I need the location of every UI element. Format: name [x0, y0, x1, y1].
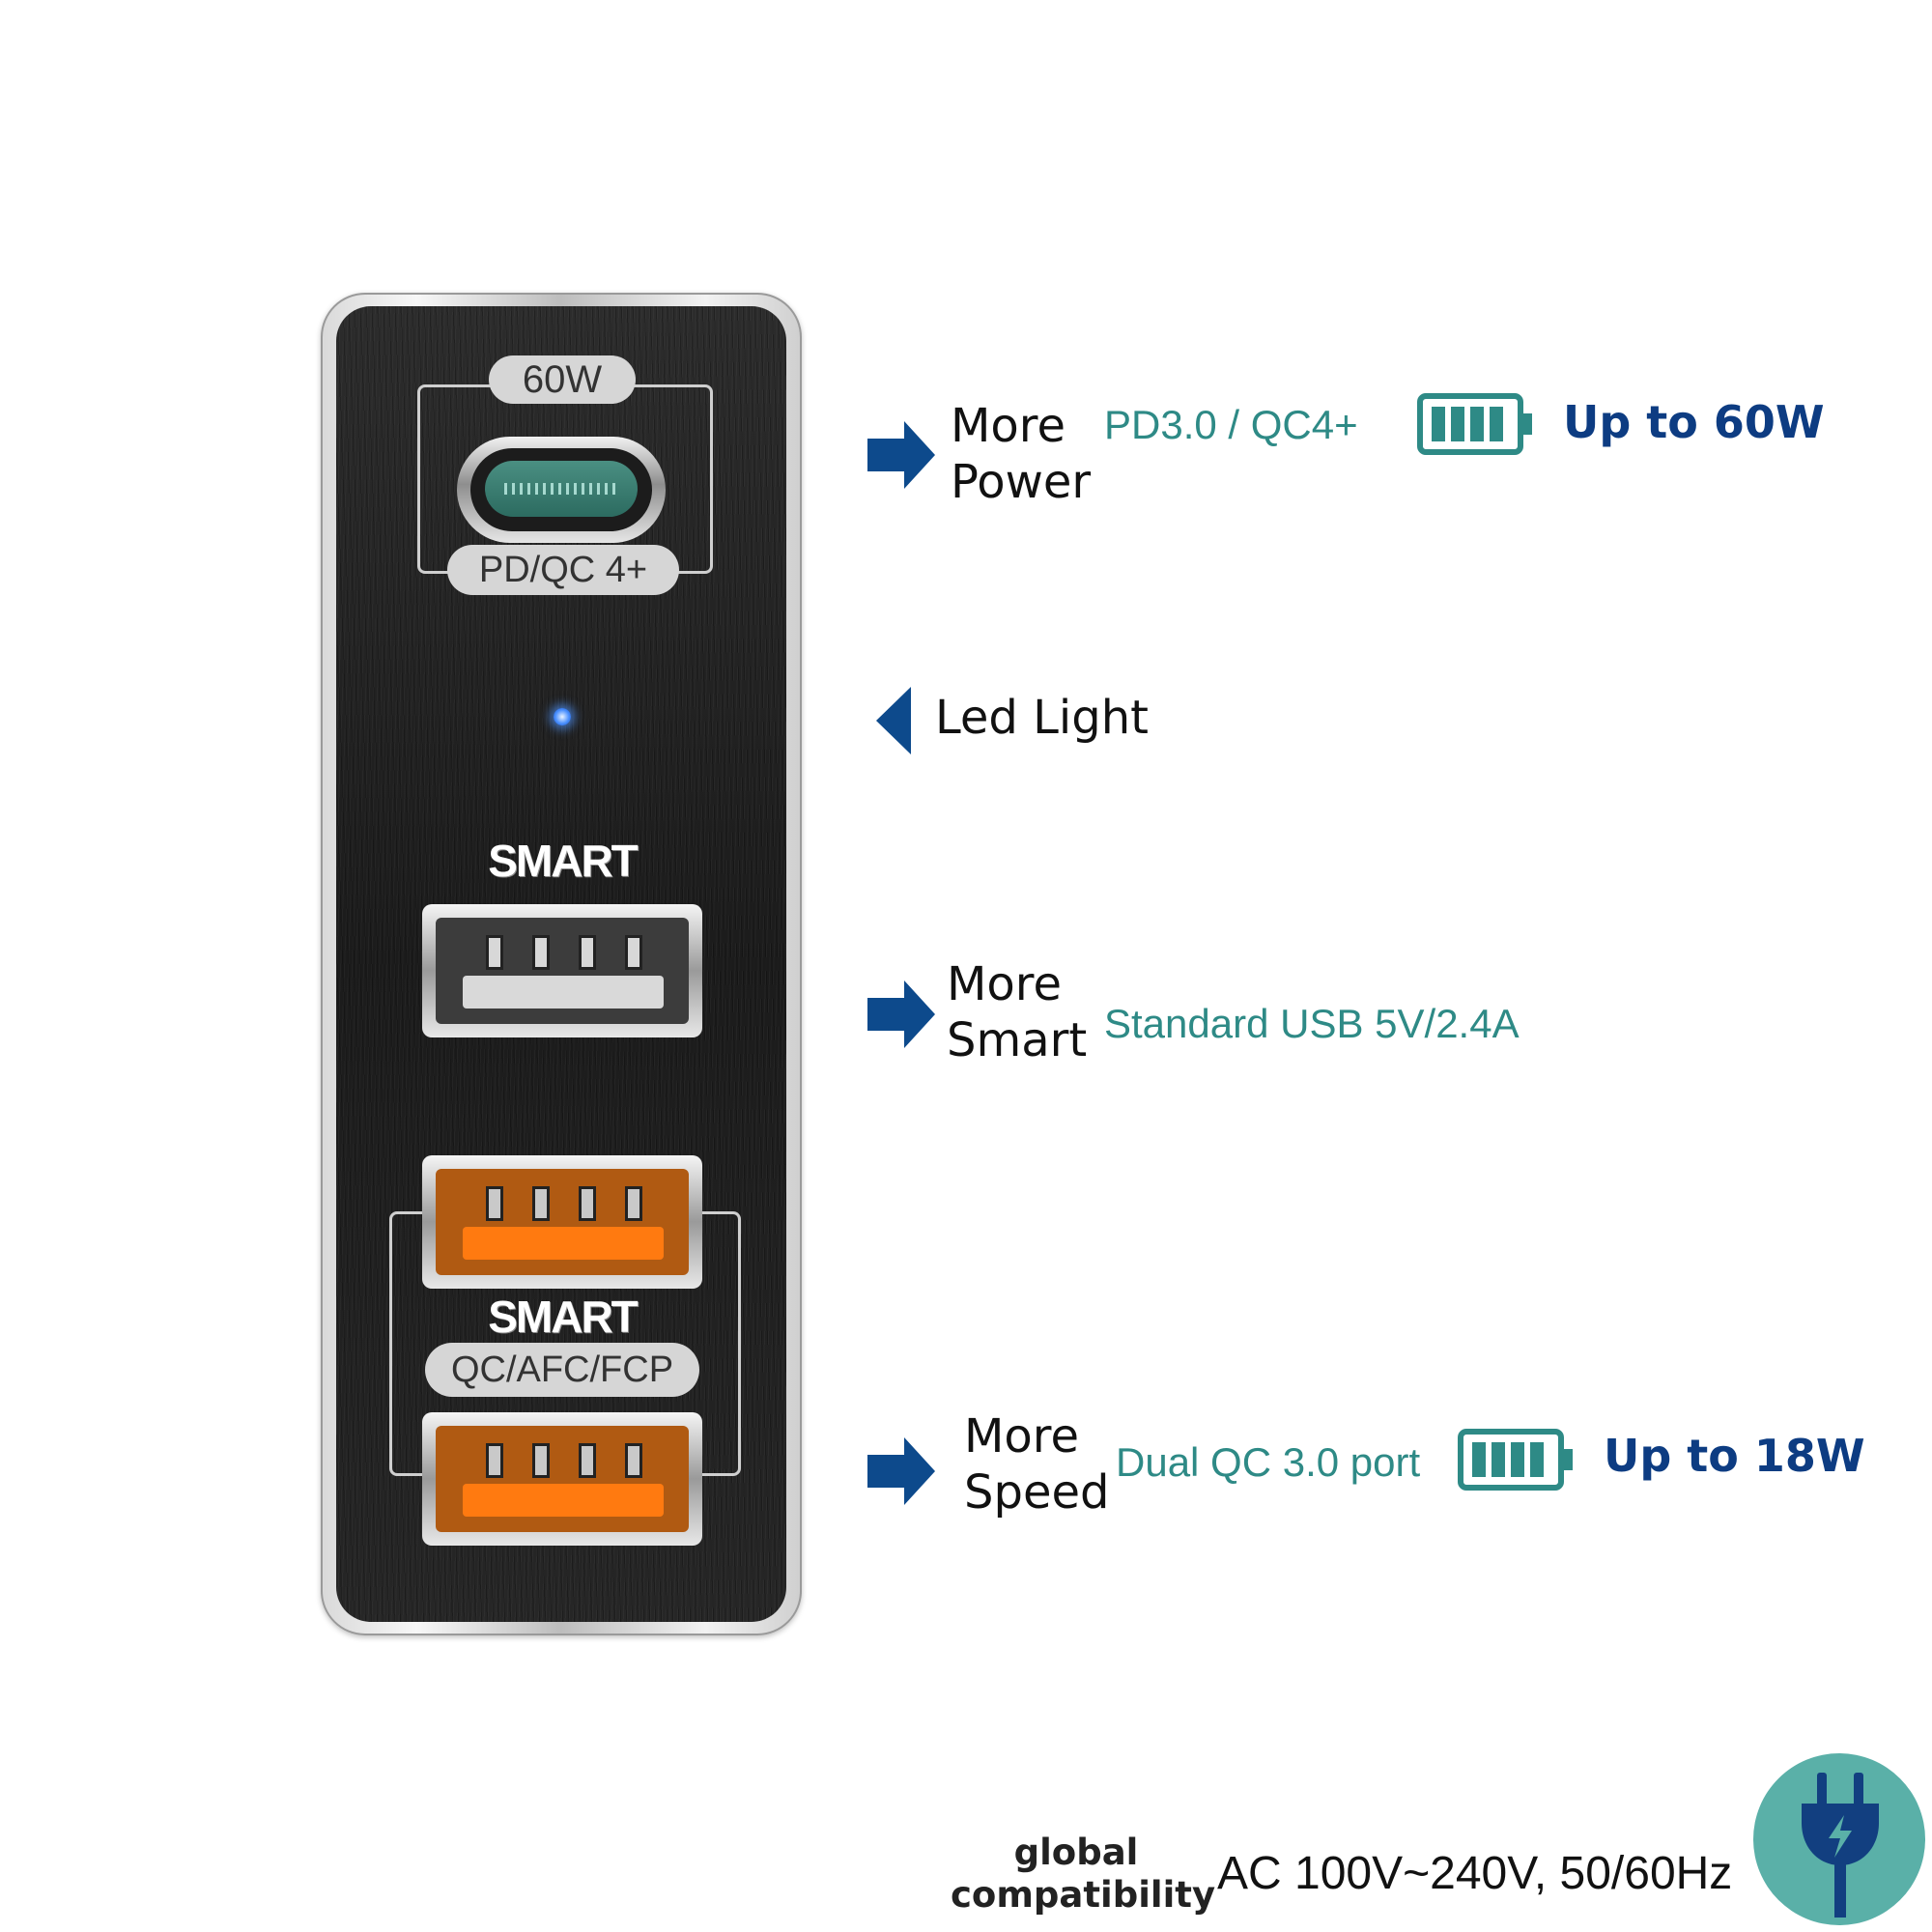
feature-power-heading-line1: More [951, 399, 1065, 453]
feature-speed-max: Up to 18W [1604, 1430, 1865, 1482]
global-label-line2: compatibility [951, 1874, 1216, 1916]
qc-protocol-badge: QC/AFC/FCP [425, 1343, 699, 1397]
feature-smart-heading-line1: More [947, 957, 1062, 1011]
usb-pin [486, 1186, 503, 1221]
feature-speed-heading-line1: More [964, 1409, 1079, 1463]
usb-pin [579, 935, 596, 970]
typec-wattage-badge: 60W [489, 355, 636, 404]
voltage-spec: AC 100V~240V, 50/60Hz [1217, 1848, 1733, 1899]
battery-full-icon [1458, 1429, 1573, 1491]
feature-power-spec: PD3.0 / QC4+ [1104, 402, 1358, 447]
usb-a-cavity [436, 1426, 689, 1532]
feature-smart-heading: More Smart [947, 956, 1087, 1068]
usb-pin [532, 1186, 550, 1221]
usb-a-port-qc-1 [422, 1155, 702, 1289]
usb-a-cavity [436, 1169, 689, 1275]
arrow-right-icon [867, 1437, 935, 1505]
usb-tongue [463, 976, 664, 1009]
feature-smart-heading-line2: Smart [947, 1013, 1088, 1067]
feature-power-max: Up to 60W [1563, 396, 1825, 448]
feature-speed-heading-line2: Speed [964, 1465, 1110, 1520]
feature-speed-spec: Dual QC 3.0 port [1116, 1439, 1421, 1485]
feature-power-heading-line2: Power [951, 455, 1092, 509]
plug-icon [1802, 1773, 1879, 1918]
global-label-line1: global [1013, 1832, 1139, 1873]
feature-smart-spec: Standard USB 5V/2.4A [1104, 1001, 1520, 1046]
battery-full-icon [1417, 393, 1532, 455]
usb-pin [579, 1443, 596, 1478]
led-indicator [554, 708, 571, 725]
qc-smart-label: SMART [488, 1292, 639, 1342]
arrow-right-icon [867, 980, 935, 1048]
usb-pin [486, 935, 503, 970]
usb-tongue [463, 1227, 664, 1260]
feature-power-heading: More Power [951, 398, 1091, 510]
feature-speed-heading: More Speed [964, 1408, 1109, 1520]
usb-pin [625, 1443, 642, 1478]
usb-pin [579, 1186, 596, 1221]
usb-c-port-pins [504, 483, 618, 495]
usb-a-cavity [436, 918, 689, 1024]
usb-pin [486, 1443, 503, 1478]
usb-pin [532, 1443, 550, 1478]
usb-pin [532, 935, 550, 970]
typec-protocol-badge: PD/QC 4+ [447, 545, 679, 595]
usb-pin [625, 1186, 642, 1221]
usb-pin [625, 935, 642, 970]
arrow-left-icon [876, 687, 911, 754]
usb-a-port-standard [422, 904, 702, 1037]
usb-tongue [463, 1484, 664, 1517]
global-compatibility-label: global compatibility [951, 1832, 1216, 1917]
usb-a-port-qc-2 [422, 1412, 702, 1546]
feature-led-heading: Led Light [935, 691, 1149, 745]
usb-smart-label: SMART [488, 836, 639, 886]
arrow-right-icon [867, 421, 935, 489]
